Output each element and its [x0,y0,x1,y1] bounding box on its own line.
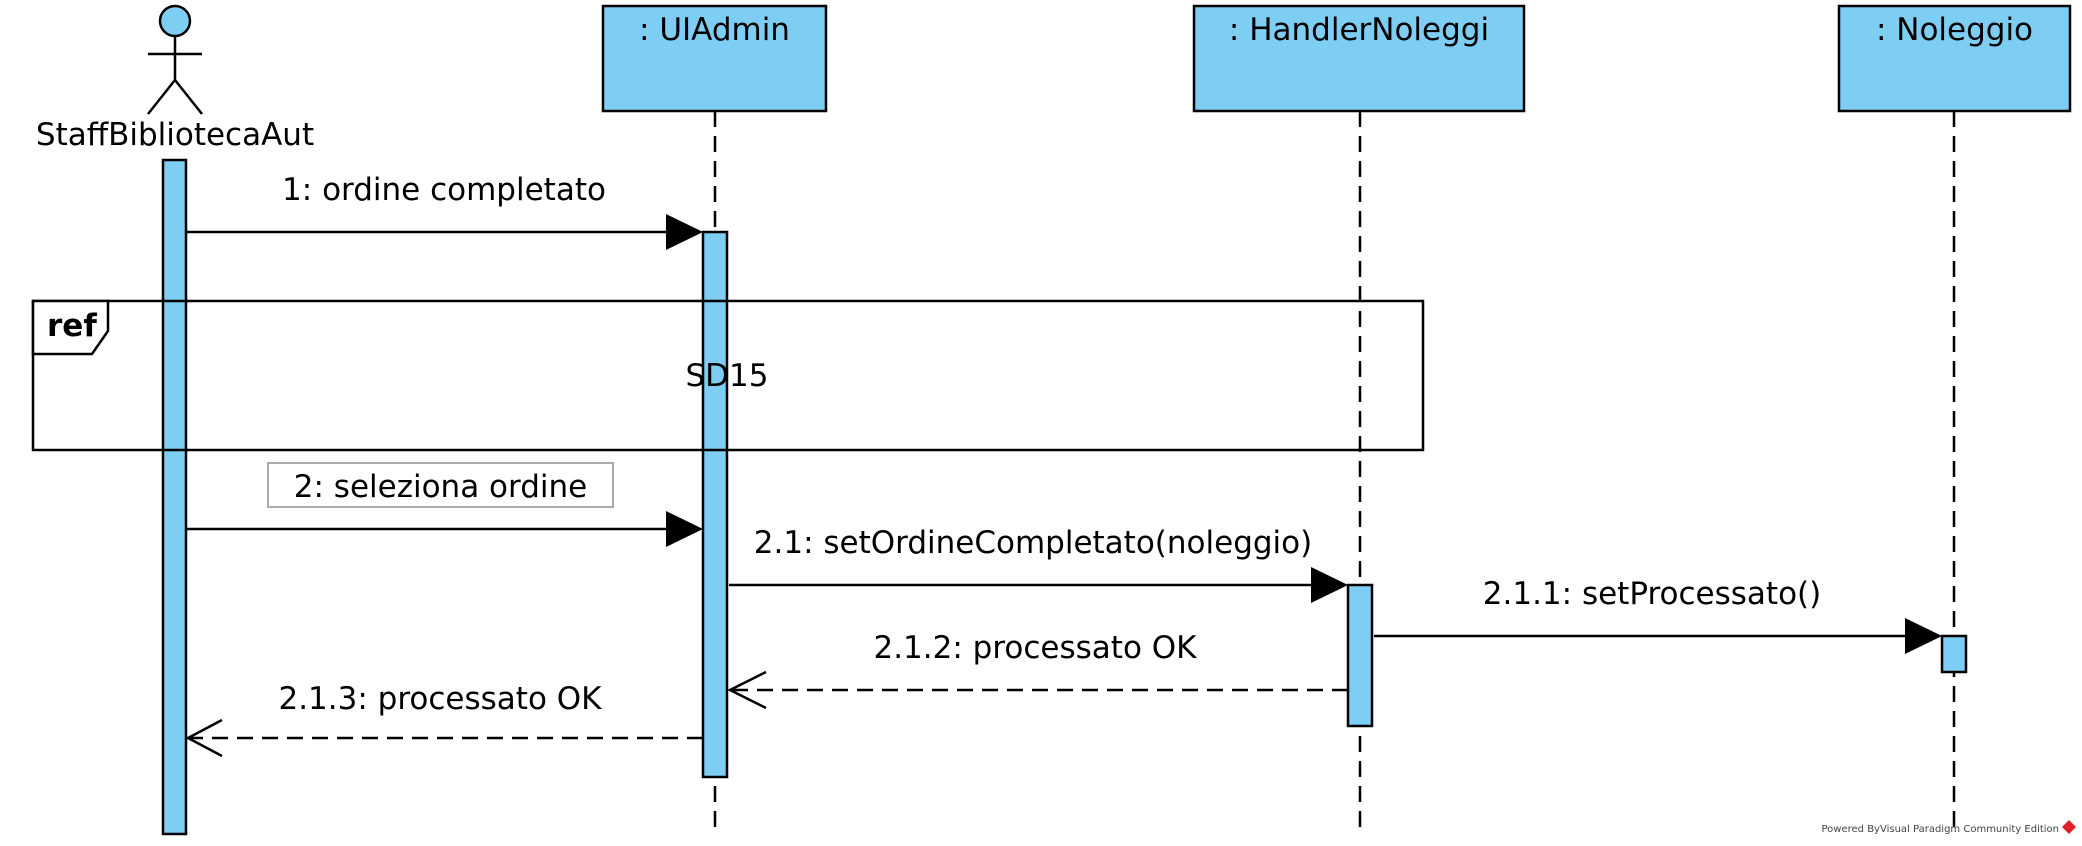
ref-fragment[interactable]: ref SD15 [31,299,1425,452]
participant-box [1192,4,1526,113]
participant-box [1837,4,2072,113]
ref-tab [31,299,110,356]
activation-actor[interactable] [161,158,188,836]
message-label: 2.1.1: setProcessato() [1483,576,1821,612]
message-label: 2: seleziona ordine [294,469,587,505]
participant-label: : Noleggio [1876,12,2033,48]
message-2-seleziona-ordine[interactable]: 2: seleziona ordine [186,462,703,547]
arrowhead-filled [1311,567,1348,603]
visual-paradigm-logo-icon [2062,820,2076,834]
arrowhead-open [727,670,767,710]
arrowhead-filled [666,511,703,547]
message-label-box [267,462,614,508]
message-label: 1: ordine completato [282,172,606,208]
participant-label: : HandlerNoleggi [1229,12,1489,48]
activation-handler[interactable] [1346,583,1374,728]
arrowhead-filled [666,214,703,250]
message-2-1-3-processato-ok[interactable]: 2.1.3: processato OK [185,681,703,758]
message-label: 2.1.2: processato OK [873,630,1197,666]
message-2-1-setordinecompletato[interactable]: 2.1: setOrdineCompletato(noleggio) [729,525,1348,603]
watermark-text: Powered By⁠Visual Paradigm Community Edi… [1822,824,2060,835]
message-2-1-2-processato-ok[interactable]: 2.1.2: processato OK [727,630,1348,710]
message-label: 2.1: setOrdineCompletato(noleggio) [754,525,1312,561]
actor-staffbibliotecaaut[interactable]: StaffBibliotecaAut [36,4,314,153]
activation-noleggio[interactable] [1940,634,1968,674]
participant-noleggio[interactable]: : Noleggio [1837,4,2072,113]
message-1-ordine-completato[interactable]: 1: ordine completato [186,172,703,250]
message-2-1-1-setprocessato[interactable]: 2.1.1: setProcessato() [1374,576,1942,654]
arrowhead-filled [1905,618,1942,654]
activation-uiadmin[interactable] [701,230,729,779]
ref-name: SD15 [686,358,769,394]
actor-leg-right [174,79,203,115]
ref-keyword: ref [47,308,97,344]
message-label: 2.1.3: processato OK [278,681,602,717]
watermark: Powered By⁠Visual Paradigm Community Edi… [1822,820,2076,835]
participant-box [601,4,828,113]
participant-label: : UIAdmin [639,12,790,48]
participant-handlernoleggi[interactable]: : HandlerNoleggi [1192,4,1526,113]
actor-head [158,4,192,38]
arrowhead-open [185,718,223,758]
ref-frame [31,299,1425,452]
actor-leg-left [147,79,176,115]
participant-uiadmin[interactable]: : UIAdmin [601,4,828,113]
actor-name: StaffBibliotecaAut [36,117,314,153]
